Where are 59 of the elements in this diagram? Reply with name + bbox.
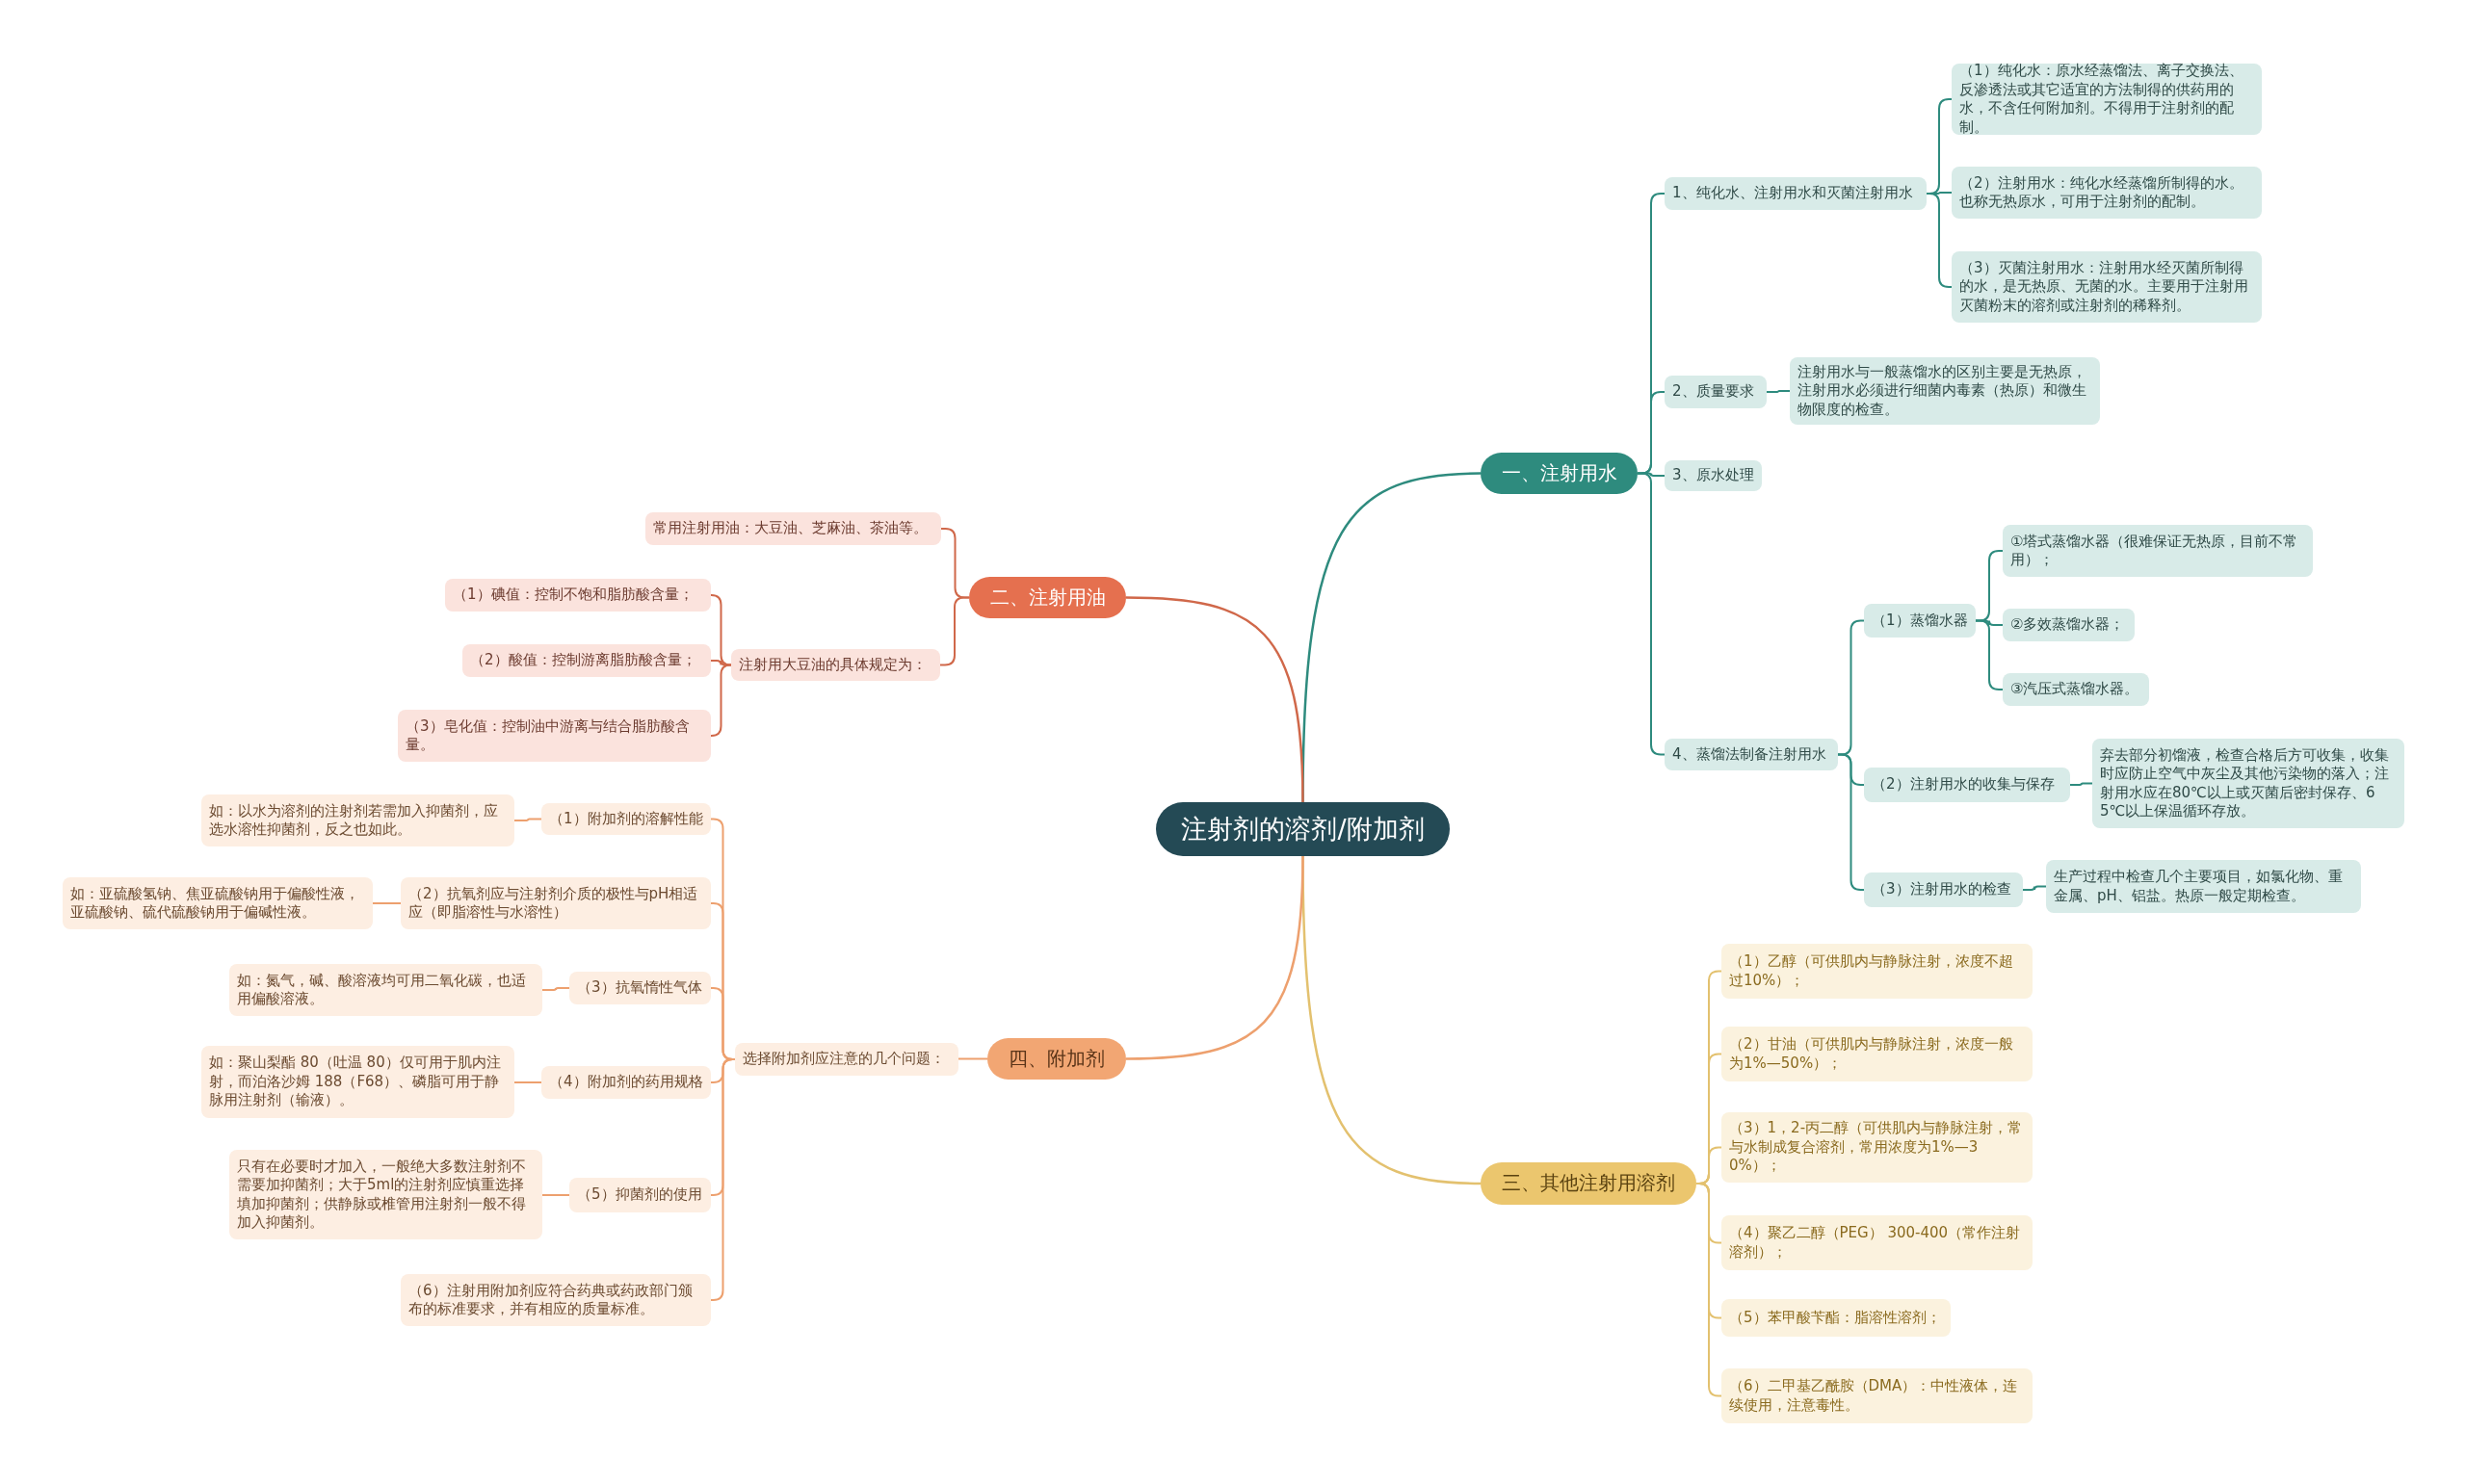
topic-box: （3）注射用水的检查 — [1864, 872, 2023, 907]
connector-line — [1975, 619, 2004, 690]
topic-box: （3）1，2-丙二醇（可供肌内与静脉注射，常与水制成复合溶剂，常用浓度为1%—30%）； — [1721, 1112, 2033, 1183]
topic-box: 只有在必要时才加入，一般绝大多数注射剂不需要加抑菌剂；大于5ml的注射剂应慎重选择填加抑菌剂；供静脉或椎管用注射剂一般不得加入抑菌剂。 — [229, 1150, 542, 1239]
connector-line — [710, 594, 732, 666]
topic-box: （1）附加剂的溶解性能 — [541, 803, 711, 835]
topic-box: 弃去部分初馏液，检查合格后方可收集，收集时应防止空气中灰尘及其他污染物的落入；注射用水应在80℃以上或灭菌后密封保存、65℃以上保温循环存放。 — [2092, 739, 2404, 828]
topic-box: （4）附加剂的药用规格 — [541, 1066, 711, 1099]
topic-box: （2）注射用水的收集与保存 — [1864, 768, 2070, 802]
connector-line — [1766, 390, 1791, 393]
topic-box: 常用注射用油：大豆油、芝麻油、茶油等。 — [645, 512, 941, 545]
connector-line — [1125, 596, 1304, 803]
topic-box: （5）抑菌剂的使用 — [569, 1178, 711, 1212]
topic-box: （4）聚乙二醇（PEG） 300-400（常作注射溶剂）； — [1721, 1215, 2033, 1270]
topic-box: （1）乙醇（可供肌内与静脉注射，浓度不超过10%）； — [1721, 944, 2033, 999]
branch-topic: 三、其他注射用溶剂 — [1481, 1162, 1696, 1205]
topic-box: （2）酸值：控制游离脂肪酸含量； — [462, 644, 711, 677]
branch-topic: 二、注射用油 — [969, 577, 1126, 618]
topic-box: （2）甘油（可供肌内与静脉注射，浓度一般为1%—50%）； — [1721, 1027, 2033, 1081]
topic-box: 如：聚山梨酯 80（吐温 80）仅可用于肌内注射，而泊洛沙姆 188（F68）、磷脂可用于静脉用注射剂（输液）。 — [201, 1046, 514, 1118]
topic-box: （6）注射用附加剂应符合药典或药政部门颁布的标准要求，并有相应的质量标准。 — [401, 1274, 711, 1326]
topic-box: 如：以水为溶剂的注射剂若需加入抑菌剂，应选水溶性抑菌剂，反之也如此。 — [201, 794, 514, 846]
topic-box: 注射用大豆油的具体规定为： — [731, 649, 940, 681]
topic-box: 选择附加剂应注意的几个问题： — [735, 1043, 958, 1076]
topic-box: （6）二甲基乙酰胺（DMA）：中性液体，连续使用，注意毒性。 — [1721, 1368, 2033, 1423]
connector-line — [513, 1081, 542, 1083]
topic-box: （2）抗氧剂应与注射剂介质的极性与pH相适应（即脂溶性与水溶性） — [401, 877, 711, 929]
topic-box: 如：氮气，碱、酸溶液均可用二氧化碳，也适用偏酸溶液。 — [229, 964, 542, 1016]
connector-line — [513, 818, 542, 821]
topic-box: 如：亚硫酸氢钠、焦亚硫酸钠用于偏酸性液，亚硫酸钠、硫代硫酸钠用于偏碱性液。 — [63, 877, 373, 929]
connector-line — [710, 664, 732, 737]
connector-line — [2022, 885, 2047, 891]
topic-box: 1、纯化水、注射用水和灭菌注射用水 — [1665, 177, 1927, 210]
topic-box: ①塔式蒸馏水器（很难保证无热原，目前不常用）； — [2003, 525, 2313, 577]
connector-line — [1637, 472, 1666, 756]
branch-topic: 一、注射用水 — [1481, 453, 1638, 494]
topic-box: （1）纯化水：原水经蒸馏法、离子交换法、反渗透法或其它适宜的方法制得的供药用的水，不含任何附加剂。不得用于注射剂的配制。 — [1952, 64, 2262, 135]
topic-box: （1）碘值：控制不饱和脂肪酸含量； — [445, 579, 711, 612]
topic-box: 注射用水与一般蒸馏水的区别主要是无热原，注射用水必须进行细菌内毒素（热原）和微生物限度的检查。 — [1790, 357, 2100, 425]
topic-box: 3、原水处理 — [1665, 460, 1762, 491]
topic-box: （3）灭菌注射用水：注射用水经灭菌所制得的水，是无热原、无菌的水。主要用于注射用灭菌粉末的溶剂或注射剂的稀释剂。 — [1952, 251, 2262, 323]
connector-line — [372, 902, 402, 904]
connector-line — [958, 1057, 988, 1060]
topic-box: （3）抗氧惰性气体 — [569, 972, 711, 1004]
branch-topic: 四、附加剂 — [987, 1038, 1126, 1080]
topic-box: （2）注射用水：纯化水经蒸馏所制得的水。也称无热原水，可用于注射剂的配制。 — [1952, 167, 2262, 219]
topic-box: 4、蒸馏法制备注射用水 — [1665, 739, 1838, 770]
topic-box: ②多效蒸馏水器； — [2003, 609, 2135, 641]
topic-box: 2、质量要求 — [1665, 376, 1767, 408]
topic-box: （3）皂化值：控制油中游离与结合脂肪酸含量。 — [398, 710, 711, 762]
topic-box: 生产过程中检查几个主要项目，如氯化物、重金属、pH、铝盐。热原一般定期检查。 — [2046, 860, 2361, 913]
topic-box: （1）蒸馏水器 — [1864, 604, 1976, 638]
topic-box: ③汽压式蒸馏水器。 — [2003, 673, 2149, 706]
connector-line — [541, 987, 570, 991]
connector-line — [2069, 782, 2093, 786]
connector-line — [541, 1194, 570, 1196]
topic-box: （5）苯甲酸苄酯：脂溶性溶剂； — [1721, 1299, 1951, 1337]
connector-line — [1125, 855, 1304, 1060]
central-topic: 注射剂的溶剂/附加剂 — [1156, 802, 1450, 856]
